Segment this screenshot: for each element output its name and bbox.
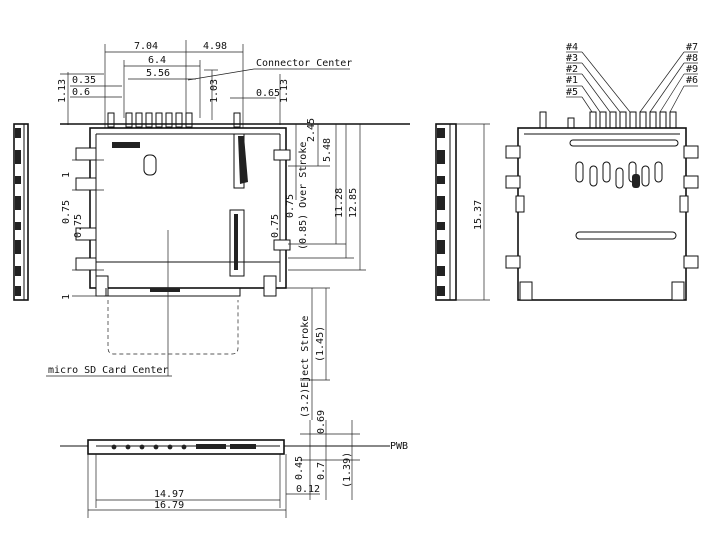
dim-1-13-left: 1.13 bbox=[57, 79, 68, 103]
dim-1-39: (1.39) bbox=[342, 452, 353, 488]
dim-0-75-left-b: 0.75 bbox=[73, 214, 84, 238]
dim-4-98: 4.98 bbox=[203, 41, 227, 52]
pin-label-5: #5 bbox=[566, 87, 578, 98]
bottom-front-view: PWB 14.97 16.79 0.69 0.45 0.7 (1.39) 0.1… bbox=[60, 410, 408, 518]
dim-1-upper: 1 bbox=[61, 172, 72, 178]
dim-0-75-left-a: 0.75 bbox=[61, 200, 72, 224]
main-top-view: 7.04 4.98 6.4 5.56 0.35 0.6 1.13 Connect… bbox=[46, 40, 410, 420]
dim-0-35: 0.35 bbox=[72, 75, 96, 86]
dim-0-7: 0.7 bbox=[316, 462, 327, 480]
right-bottom-view: #4 #3 #2 #1 #5 #7 #8 #9 #6 bbox=[505, 42, 699, 301]
dim-16-79: 16.79 bbox=[154, 500, 184, 511]
left-side-view bbox=[13, 123, 29, 301]
pin-label-9: #9 bbox=[686, 64, 698, 75]
dim-1-03: 1.03 bbox=[209, 79, 220, 103]
pin-label-3: #3 bbox=[566, 53, 578, 64]
dim-0-69: 0.69 bbox=[316, 410, 327, 434]
pin-label-8: #8 bbox=[686, 53, 698, 64]
dim-5-48: 5.48 bbox=[322, 138, 333, 162]
dim-15-37: 15.37 bbox=[473, 200, 484, 230]
connector-center-label: Connector Center bbox=[256, 58, 352, 69]
middle-side-view: 15.37 bbox=[435, 123, 490, 301]
micro-sd-card-center-label: micro SD Card Center bbox=[48, 365, 168, 376]
dim-0-45: 0.45 bbox=[294, 456, 305, 480]
dim-6-4: 6.4 bbox=[148, 55, 166, 66]
dim-12-85: 12.85 bbox=[348, 188, 359, 218]
dim-2-45: 2.45 bbox=[306, 118, 317, 142]
pin-label-7: #7 bbox=[686, 42, 698, 53]
dim-11-28: 11.28 bbox=[334, 188, 345, 218]
dim-0-75-right-a: 0.75 bbox=[270, 214, 281, 238]
pin-label-4: #4 bbox=[566, 42, 578, 53]
dim-14-97: 14.97 bbox=[154, 489, 184, 500]
pin-label-1: #1 bbox=[566, 75, 578, 86]
pwb-label: PWB bbox=[390, 441, 408, 452]
dim-5-56: 5.56 bbox=[146, 68, 170, 79]
dim-0-12: 0.12 bbox=[296, 484, 320, 495]
pin-label-6: #6 bbox=[686, 75, 698, 86]
dim-0-6: 0.6 bbox=[72, 87, 90, 98]
dim-1-45: (1.45) bbox=[315, 326, 326, 362]
dim-0-75-right-b: 0.75 bbox=[285, 194, 296, 218]
over-stroke-label: (0.85) Over Stroke bbox=[298, 142, 309, 250]
dim-7-04: 7.04 bbox=[134, 41, 158, 52]
contact-pins-top bbox=[107, 112, 241, 128]
dim-1-lower: 1 bbox=[61, 294, 72, 300]
pin-label-2: #2 bbox=[566, 64, 578, 75]
dim-1-13-right: 1.13 bbox=[279, 79, 290, 103]
eject-stroke-label: (3.2)Eject Stroke bbox=[300, 316, 311, 418]
dim-0-65: 0.65 bbox=[256, 88, 280, 99]
